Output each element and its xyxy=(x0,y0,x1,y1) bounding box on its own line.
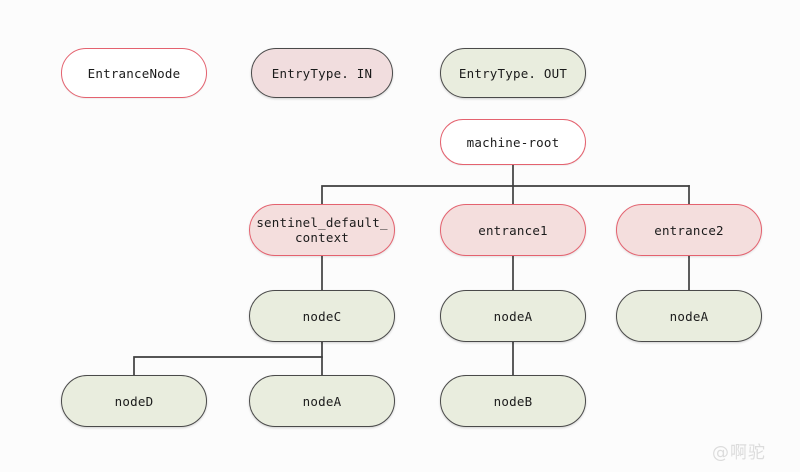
node-machine-root-label: machine-root xyxy=(466,134,560,150)
node-nodea-mid[interactable]: nodeA xyxy=(440,290,586,342)
node-sentinel-default-context[interactable]: sentinel_default_context xyxy=(249,204,395,256)
edge-nodec-noded xyxy=(133,341,323,376)
legend-entry-type-in: EntryType. IN xyxy=(251,48,393,98)
legend-entry-type-out: EntryType. OUT xyxy=(440,48,586,98)
node-nodeb[interactable]: nodeB xyxy=(440,375,586,427)
legend-entrance-node: EntranceNode xyxy=(61,48,207,98)
node-nodea-bottom[interactable]: nodeA xyxy=(249,375,395,427)
node-nodea-right[interactable]: nodeA xyxy=(616,290,762,342)
node-entrance1[interactable]: entrance1 xyxy=(440,204,586,256)
legend-entry-type-out-label: EntryType. OUT xyxy=(458,65,568,81)
node-noded[interactable]: nodeD xyxy=(61,375,207,427)
node-sentinel-default-context-label: sentinel_default_context xyxy=(256,215,388,245)
legend-entry-type-in-label: EntryType. IN xyxy=(271,65,373,81)
node-entrance1-label: entrance1 xyxy=(478,222,548,238)
node-entrance2-label: entrance2 xyxy=(654,222,724,238)
node-nodea-right-label: nodeA xyxy=(669,308,709,324)
node-noded-label: nodeD xyxy=(114,393,154,409)
node-nodea-bottom-label: nodeA xyxy=(302,393,342,409)
node-nodea-mid-label: nodeA xyxy=(493,308,533,324)
node-entrance2[interactable]: entrance2 xyxy=(616,204,762,256)
legend-entrance-node-label: EntranceNode xyxy=(87,65,181,81)
edge-root-sentinel xyxy=(321,164,690,205)
node-nodeb-label: nodeB xyxy=(493,393,533,409)
watermark: @啊驼 xyxy=(712,443,766,463)
node-nodec-label: nodeC xyxy=(302,308,342,324)
node-machine-root[interactable]: machine-root xyxy=(440,119,586,165)
node-nodec[interactable]: nodeC xyxy=(249,290,395,342)
